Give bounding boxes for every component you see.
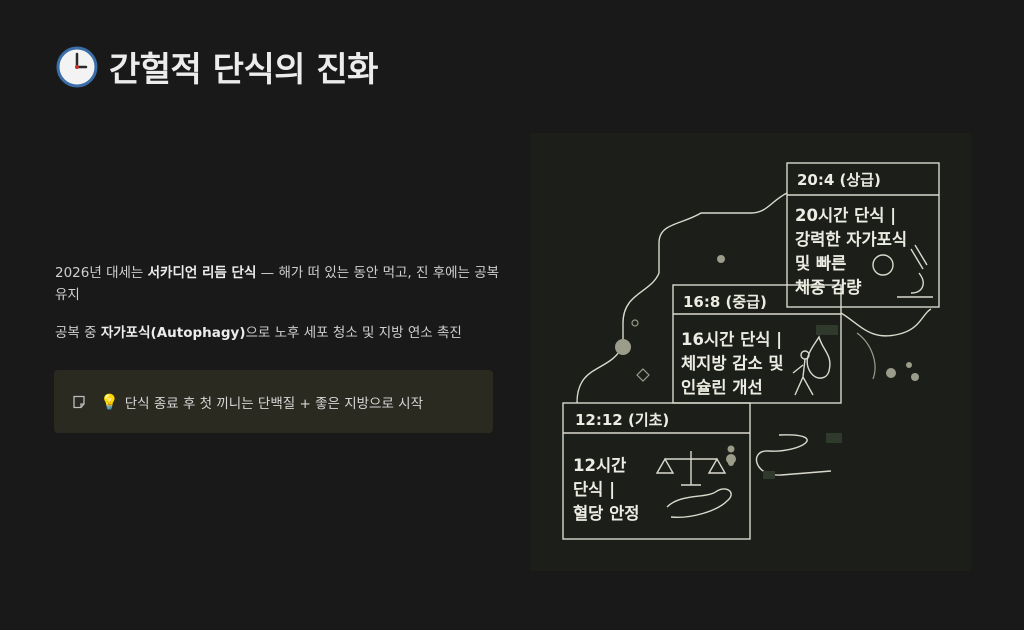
staircase-graphic: 12:12 (기초) 12시간 단식 | 혈당 안정 16:8 (중급) 16시… (562, 162, 940, 540)
step-2-label: 16:8 (중급) (683, 293, 767, 311)
step-3-line-3: 및 빠른 (795, 254, 846, 273)
fasting-staircase-illustration: 12:12 (기초) 12시간 단식 | 혈당 안정 16:8 (중급) 16시… (531, 133, 971, 571)
decor-tile (763, 471, 775, 479)
step-1-line-2: 단식 | (573, 480, 615, 500)
step-1: 12:12 (기초) 12시간 단식 | 혈당 안정 (573, 411, 732, 523)
callout-text: 단식 종료 후 첫 끼니는 단백질 + 좋은 지방으로 시작 (124, 395, 424, 412)
step-1-label: 12:12 (기초) (575, 411, 669, 429)
step-1-line-3: 혈당 안정 (573, 503, 639, 523)
paragraph-circadian: 2026년 대세는 서카디언 리듬 단식 — 해가 떠 있는 동안 먹고, 진 … (55, 262, 500, 306)
decor-curl (856, 332, 876, 380)
decor-diamond (636, 368, 650, 382)
step-box-3 (786, 162, 940, 308)
callout-block[interactable]: 💡 단식 종료 후 첫 끼니는 단백질 + 좋은 지방으로 시작 (54, 370, 493, 433)
step-box-2 (672, 284, 842, 404)
step-3-label: 20:4 (상급) (797, 171, 881, 189)
decor-dot (615, 339, 631, 355)
decor-dot (906, 362, 912, 368)
decor-tile (826, 433, 842, 443)
paragraph-autophagy: 공복 중 자가포식(Autophagy)으로 노후 세포 청소 및 지방 연소 … (55, 322, 500, 344)
step-1-line-1: 12시간 (573, 456, 626, 475)
clock-icon (56, 46, 98, 87)
decor-tile (816, 325, 838, 335)
page-title: 간헐적 단식의 진화 (55, 42, 378, 91)
page-title-text: 간헐적 단식의 진화 (109, 50, 378, 90)
p2-text-b: 으로 노후 세포 청소 및 지방 연소 촉진 (245, 325, 462, 341)
fire-runner-icon (792, 335, 831, 396)
p1-text-a: 2026년 대세는 (55, 265, 148, 281)
decor-ring (631, 319, 639, 327)
decor-dot (717, 255, 725, 263)
note-icon[interactable] (72, 395, 86, 409)
p1-text-b: — 해가 떠 있는 동안 먹고, 진 후에는 공복 유지 (55, 265, 500, 303)
p1-bold: 서카디언 리듬 단식 (147, 265, 257, 281)
decor-dot (886, 368, 896, 378)
step-2-line-3: 인슐린 개선 (681, 378, 763, 397)
step-2: 16:8 (중급) 16시간 단식 | 체지방 감소 및 인슐린 개선 (681, 293, 831, 397)
step-3-line-2: 강력한 자가포식 (795, 230, 907, 249)
step-2-line-2: 체지방 감소 및 (681, 354, 784, 373)
p2-text-a: 공복 중 (55, 325, 101, 341)
decor-dot (728, 460, 734, 466)
microscope-icon (872, 244, 933, 298)
step-3: 20:4 (상급) 20시간 단식 | 강력한 자가포식 및 빠른 체중 감량 (795, 171, 933, 298)
step-box-1 (562, 402, 751, 540)
lightbulb-icon: 💡 (100, 392, 119, 411)
decor-dot (727, 445, 735, 453)
p2-bold: 자가포식(Autophagy) (100, 325, 246, 341)
connector-path (755, 434, 832, 476)
decor-dot (911, 373, 919, 381)
step-3-line-4: 체중 감량 (795, 278, 861, 297)
step-3-line-1: 20시간 단식 | (795, 206, 896, 226)
scale-hand-icon (655, 451, 732, 518)
step-2-line-1: 16시간 단식 | (681, 330, 782, 350)
content-body: 2026년 대세는 서카디언 리듬 단식 — 해가 떠 있는 동안 먹고, 진 … (55, 262, 500, 352)
connector-path (576, 192, 788, 404)
connector-path (840, 308, 932, 337)
